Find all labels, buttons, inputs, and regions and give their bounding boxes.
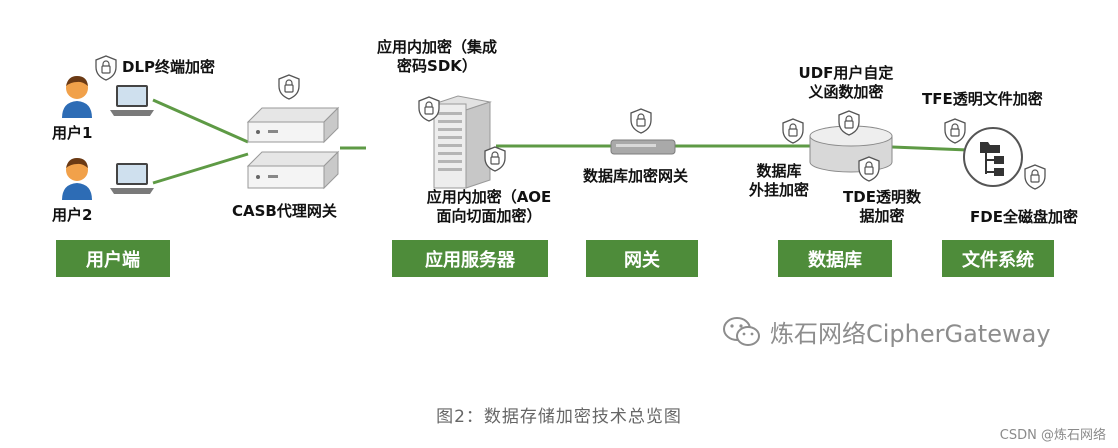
figure-caption: 图2：数据存储加密技术总览图 xyxy=(436,407,682,427)
category-database: 数据库 xyxy=(778,240,892,277)
casb-appliance-icon xyxy=(246,106,340,190)
db-external-line1: 数据库 xyxy=(756,162,802,180)
lock-shield-icon xyxy=(1024,164,1046,190)
category-client: 用户端 xyxy=(56,240,170,277)
category-app-server: 应用服务器 xyxy=(392,240,548,277)
lock-shield-icon xyxy=(782,118,804,144)
db-external-line2: 外挂加密 xyxy=(748,181,809,199)
lock-shield-icon xyxy=(838,110,860,136)
file-system-icon xyxy=(963,127,1023,187)
app-sdk-line1: 应用内加密（集成 xyxy=(376,38,497,56)
app-aoe-line2: 面向切面加密） xyxy=(436,207,542,225)
udf-label: UDF用户自定 义函数加密 xyxy=(790,64,902,102)
tde-label: TDE透明数 据加密 xyxy=(830,188,934,226)
lock-shield-icon xyxy=(630,108,652,134)
category-file-system: 文件系统 xyxy=(942,240,1054,277)
laptop-icon xyxy=(110,85,154,116)
db-external-label: 数据库 外挂加密 xyxy=(738,162,820,200)
watermark-text: 炼石网络CipherGateway xyxy=(770,320,1051,348)
user1-label: 用户1 xyxy=(52,124,93,142)
lock-shield-icon xyxy=(944,118,966,144)
laptop-icon xyxy=(110,163,154,194)
category-gateway: 网关 xyxy=(586,240,698,277)
user-icon xyxy=(62,158,92,200)
db-gateway-label: 数据库加密网关 xyxy=(583,167,689,185)
lock-shield-icon xyxy=(95,55,117,81)
line-laptop2-casb xyxy=(152,152,249,185)
udf-line2: 义函数加密 xyxy=(808,83,884,101)
tde-line1: TDE透明数 xyxy=(843,188,921,206)
dlp-label: DLP终端加密 xyxy=(122,58,216,76)
line-db-fs xyxy=(891,145,969,152)
watermark: 炼石网络CipherGateway xyxy=(722,314,1051,349)
gateway-appliance-icon xyxy=(610,139,676,155)
tfe-label: TFE透明文件加密 xyxy=(922,90,1043,108)
csdn-credit: CSDN @炼石网络 xyxy=(999,428,1106,443)
line-laptop1-casb xyxy=(152,98,249,144)
lock-shield-icon xyxy=(418,96,440,122)
udf-line1: UDF用户自定 xyxy=(798,64,894,82)
app-sdk-line2: 密码SDK） xyxy=(397,57,477,75)
user-icon xyxy=(62,76,92,118)
lock-shield-icon xyxy=(484,146,506,172)
tde-line2: 据加密 xyxy=(859,207,905,225)
lock-shield-icon xyxy=(278,74,300,100)
lock-shield-icon xyxy=(858,156,880,182)
user2-label: 用户2 xyxy=(52,206,93,224)
wechat-icon xyxy=(723,316,760,346)
app-aoe-line1: 应用内加密（AOE xyxy=(426,188,552,206)
fde-label: FDE全磁盘加密 xyxy=(970,208,1078,226)
server-icon xyxy=(432,95,492,189)
casb-label: CASB代理网关 xyxy=(232,202,337,220)
app-aoe-label: 应用内加密（AOE 面向切面加密） xyxy=(405,188,573,226)
app-sdk-label: 应用内加密（集成 密码SDK） xyxy=(352,38,522,76)
